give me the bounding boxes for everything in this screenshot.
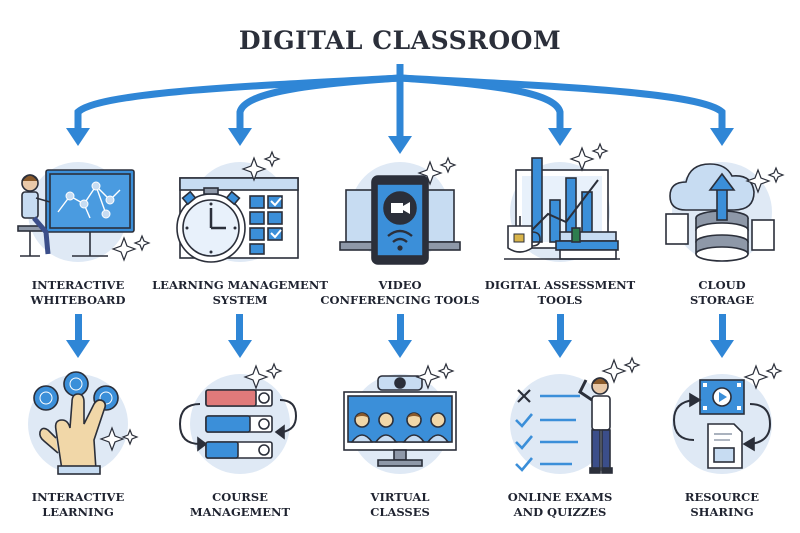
chart-books-icon (504, 157, 620, 260)
node-label-interactive-learning: INTERACTIVE LEARNING (0, 490, 158, 520)
label-line: ONLINE EXAMS (507, 490, 613, 504)
label-line: CONFERENCING TOOLS (320, 293, 480, 307)
clock-calendar-icon (176, 177, 299, 263)
down-arrow-2 (228, 314, 252, 358)
label-line: VIRTUAL (370, 490, 430, 504)
sparkle-icon (417, 156, 457, 186)
node-label-video-conferencing-tools: VIDEO CONFERENCING TOOLS (310, 278, 490, 308)
sparkle-icon (99, 426, 139, 452)
down-arrow-3 (388, 314, 412, 358)
label-line: AND QUIZZES (513, 505, 607, 519)
arrowhead-2 (228, 128, 252, 146)
node-label-interactive-whiteboard: INTERACTIVE WHITEBOARD (0, 278, 158, 308)
label-line: STORAGE (690, 293, 754, 307)
cloud-upload-icon (665, 163, 775, 262)
whiteboard-icon (17, 169, 135, 257)
touch-hand-icon (33, 371, 119, 475)
arrowhead-4 (548, 128, 572, 146)
node-label-resource-sharing: RESOURCE SHARING (642, 490, 800, 520)
sparkle-icon (111, 234, 151, 262)
video-conference-icon (339, 175, 461, 265)
node-label-course-management: COURSE MANAGEMENT (160, 490, 320, 520)
node-label-virtual-classes: VIRTUAL CLASSES (320, 490, 480, 520)
sparkle-icon (415, 362, 455, 390)
connector-tree (74, 64, 726, 138)
label-line: LEARNING (42, 505, 114, 519)
label-line: DIGITAL ASSESSMENT (484, 278, 636, 292)
node-label-digital-assessment-tools: DIGITAL ASSESSMENT TOOLS (474, 278, 646, 308)
label-line: RESOURCE (684, 490, 760, 504)
label-line: TOOLS (537, 293, 583, 307)
row-arrows (66, 314, 734, 358)
label-line: COURSE (212, 490, 268, 504)
file-sharing-icon (672, 379, 772, 469)
progress-bars-icon (178, 389, 298, 459)
label-line: CLASSES (370, 505, 430, 519)
sparkle-icon (243, 362, 283, 390)
diagram-title: DIGITAL CLASSROOM (238, 26, 562, 55)
node-label-learning-management-system: LEARNING MANAGEMENT SYSTEM (148, 278, 332, 308)
down-arrow-4 (548, 314, 572, 358)
sparkle-icon (745, 166, 785, 194)
sparkle-icon (743, 362, 783, 390)
sparkle-icon (601, 356, 641, 384)
arrowhead-3 (388, 136, 412, 154)
label-line: INTERACTIVE (31, 278, 125, 292)
down-arrow-5 (710, 314, 734, 358)
label-line: SHARING (690, 505, 754, 519)
label-line: INTERACTIVE (31, 490, 125, 504)
arrowhead-1 (66, 128, 90, 146)
label-line: MANAGEMENT (189, 505, 291, 519)
label-line: SYSTEM (212, 293, 268, 307)
sparkle-icon (569, 142, 609, 172)
checklist-icon (515, 377, 613, 474)
arrowhead-5 (710, 128, 734, 146)
video-call-monitor-icon (343, 375, 457, 467)
label-line: LEARNING MANAGEMENT (152, 278, 328, 292)
label-line: VIDEO (378, 278, 422, 292)
sparkle-icon (241, 150, 281, 182)
label-line: WHITEBOARD (30, 293, 126, 307)
node-label-online-exams-and-quizzes: ONLINE EXAMS AND QUIZZES (480, 490, 640, 520)
connector-5 (399, 74, 726, 130)
connector-arrowheads (66, 128, 734, 154)
down-arrow-1 (66, 314, 90, 358)
connector-2 (236, 74, 401, 130)
node-label-cloud-storage: CLOUD STORAGE (642, 278, 800, 308)
label-line: CLOUD (698, 278, 746, 292)
